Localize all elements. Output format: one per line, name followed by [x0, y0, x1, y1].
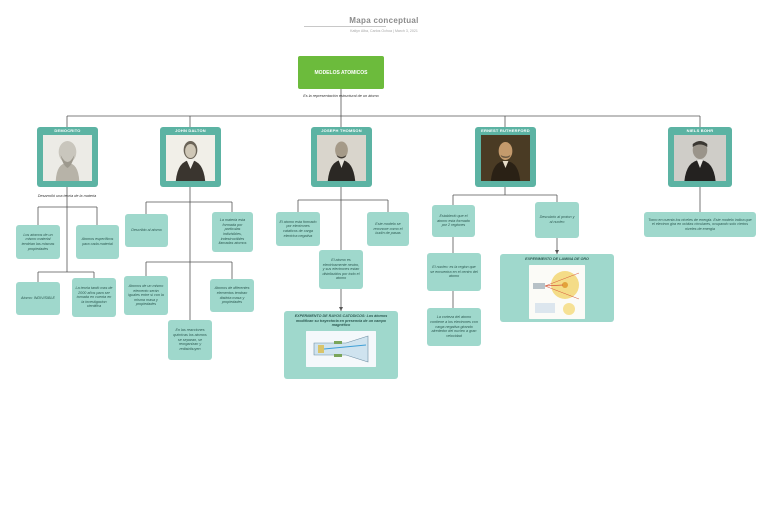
- scientist-node-dalton[interactable]: JOHN DALTON: [160, 127, 221, 187]
- scientist-name: DEMOCRITO: [37, 128, 98, 133]
- photo-portrait-icon: [317, 135, 366, 181]
- root-edge-label: Es la representación estructural de un á…: [286, 94, 396, 99]
- rutherford-node-2[interactable]: Descubrio al proton y al nucleo: [535, 202, 579, 238]
- democrito-edge-label: Desarrolló una teoría de la materia: [22, 194, 112, 199]
- root-node[interactable]: MODELOS ATOMICOS: [298, 56, 384, 89]
- experiment-caption: EXPERIMENTO DE RAYOS CATODICOS: Los átom…: [287, 314, 395, 328]
- scientist-name: NIELS BOHR: [668, 128, 732, 133]
- gold-foil-experiment-icon: [529, 265, 585, 319]
- scientist-name: JOSEPH THOMSON: [311, 128, 372, 133]
- cathode-ray-tube-icon: [306, 331, 376, 367]
- engraved-portrait-icon: [166, 135, 215, 181]
- scientist-name: JOHN DALTON: [160, 128, 221, 133]
- rutherford-node-3[interactable]: El nucleo: es la region que se encuentra…: [427, 253, 481, 291]
- dalton-node-3[interactable]: Atomos de un mismo elemento serán iguale…: [124, 276, 168, 315]
- bust-portrait-icon: [43, 135, 92, 181]
- rutherford-node-4[interactable]: La corteza del atomo contiene a los elec…: [427, 308, 481, 346]
- democrito-node-3[interactable]: Atomo: INDIVISIBLE: [16, 282, 60, 315]
- democrito-node-4[interactable]: La teoria tardó mas de 2000 años para se…: [72, 278, 116, 317]
- scientist-node-democrito[interactable]: DEMOCRITO: [37, 127, 98, 187]
- photo-portrait-icon: [674, 135, 726, 181]
- painted-portrait-icon: [481, 135, 530, 181]
- scientist-name: ERNEST RUTHERFORD: [475, 128, 536, 133]
- thomson-node-3[interactable]: El atomo es electricamente neutro, y sus…: [319, 250, 363, 289]
- map-subtitle: Katlyn Alba, Carlos Ochoa | March 3, 202…: [0, 29, 768, 33]
- title-divider: [304, 26, 386, 27]
- thomson-node-1[interactable]: El atomo esta formado por electrones cat…: [276, 212, 320, 246]
- scientist-node-thomson[interactable]: JOSEPH THOMSON: [311, 127, 372, 187]
- scientist-node-rutherford[interactable]: ERNEST RUTHERFORD: [475, 127, 536, 187]
- thomson-node-2[interactable]: Este modelo se reconoce como el budín de…: [367, 212, 409, 246]
- dalton-node-4[interactable]: Atomos de diferentes elementos tendran d…: [210, 279, 254, 312]
- scientist-node-bohr[interactable]: NIELS BOHR: [668, 127, 732, 187]
- experiment-caption: EXPERIMENTO DE LAMINA DE ORO: [503, 257, 611, 262]
- map-title: Mapa conceptual: [0, 16, 768, 25]
- thomson-experiment-node[interactable]: EXPERIMENTO DE RAYOS CATODICOS: Los átom…: [284, 311, 398, 379]
- democrito-node-1[interactable]: Los atomos de un mismo material tendrian…: [16, 225, 60, 259]
- democrito-node-2[interactable]: Atomos especificos para cada material: [76, 225, 119, 259]
- dalton-node-5[interactable]: En las reacciones quimicas los atomos se…: [168, 320, 212, 360]
- dalton-node-2[interactable]: La materia esta formada por particulas i…: [212, 212, 253, 252]
- dalton-node-1[interactable]: Describio al atomo: [125, 214, 168, 247]
- rutherford-experiment-node[interactable]: EXPERIMENTO DE LAMINA DE ORO: [500, 254, 614, 322]
- bohr-node-1[interactable]: Tomo en cuenta los niveles de energia. E…: [644, 212, 756, 237]
- rutherford-node-1[interactable]: Estableció que el atomo esta formado por…: [432, 205, 475, 237]
